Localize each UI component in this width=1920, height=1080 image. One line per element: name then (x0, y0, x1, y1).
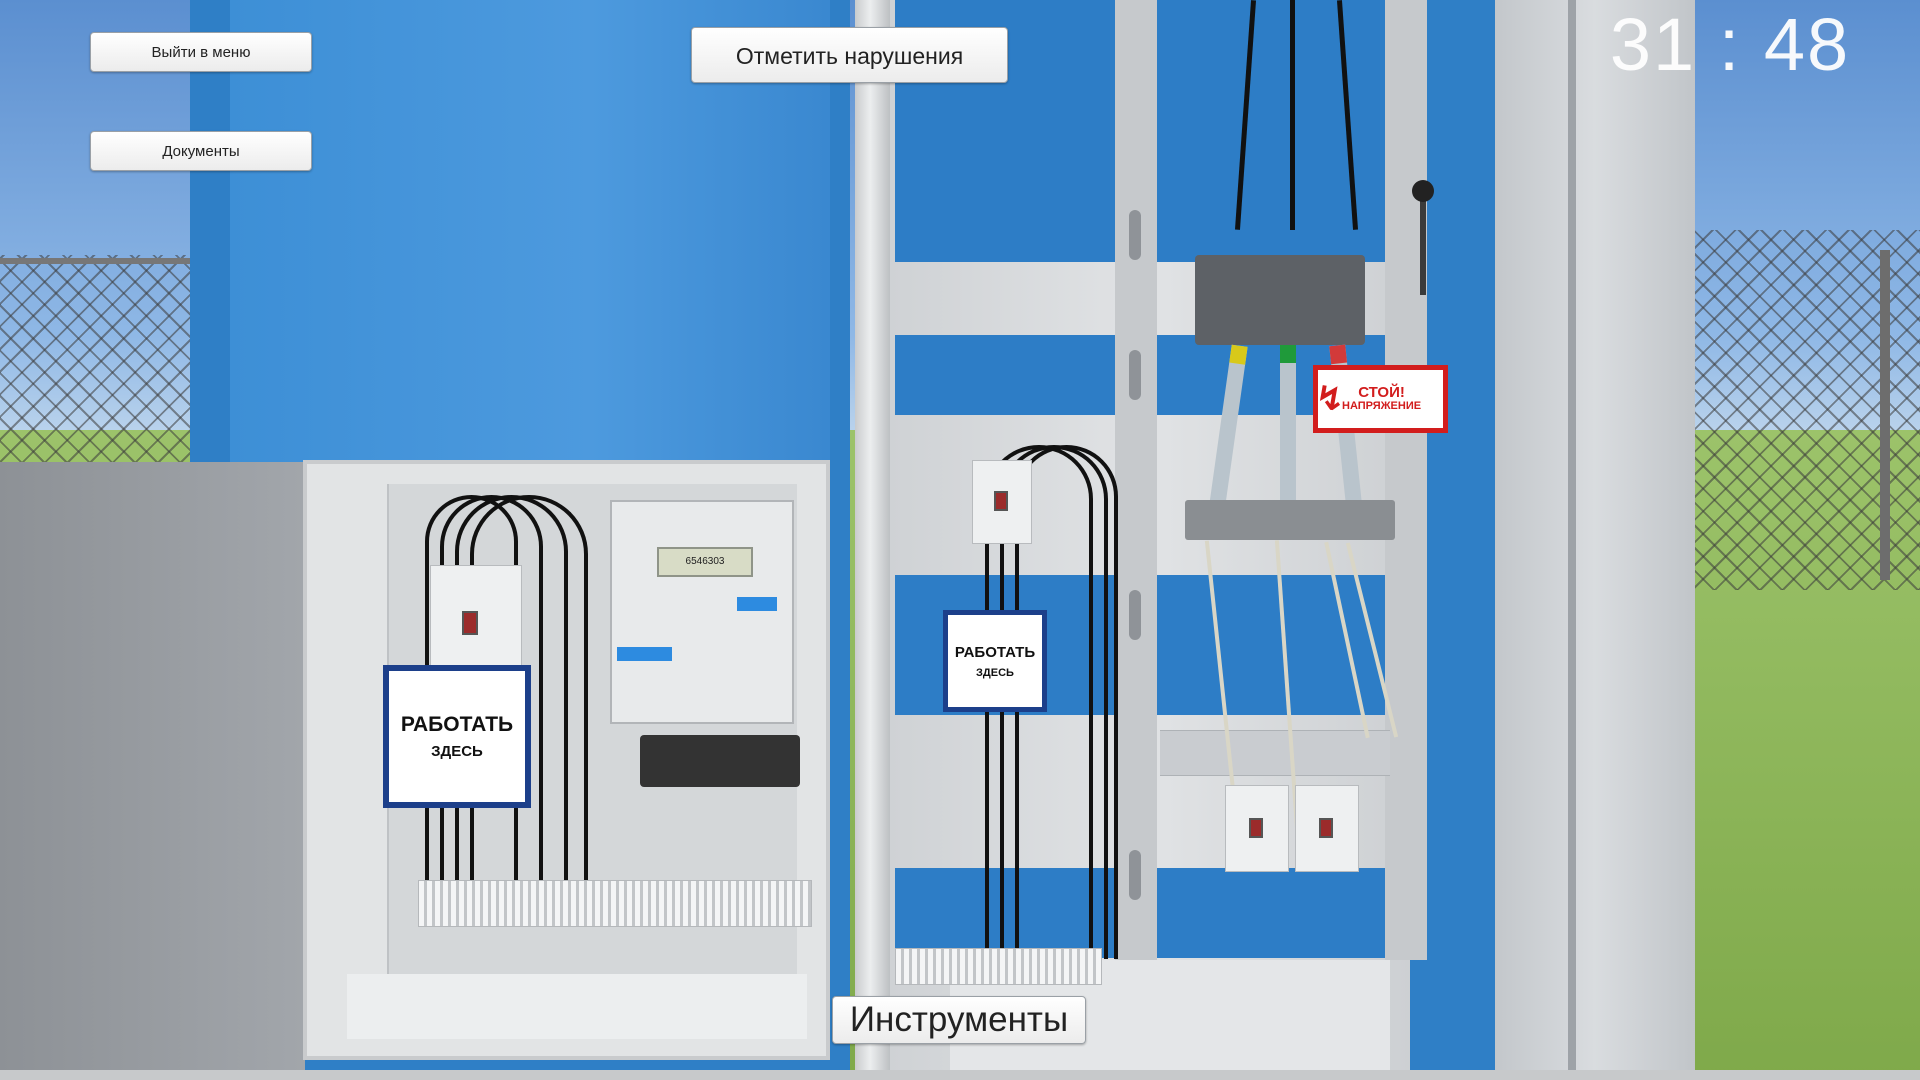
meter-display: 6546303 (657, 547, 753, 577)
sign-text-line2: ЗДЕСЬ (976, 666, 1014, 679)
incoming-cable (1290, 0, 1295, 230)
switch-knob[interactable] (1412, 180, 1434, 202)
circuit-breaker[interactable] (1225, 785, 1289, 872)
left-cabinet-door[interactable] (0, 462, 305, 1080)
fence-left (0, 255, 225, 465)
stop-voltage-sign[interactable]: ↯ СТОЙ! НАПРЯЖЕНИЕ (1313, 365, 1448, 433)
meter-seal (617, 647, 672, 661)
disconnect-switch[interactable] (1195, 255, 1365, 345)
meter-terminal-cover[interactable] (640, 735, 800, 787)
electricity-meter[interactable]: 6546303 (610, 500, 794, 724)
tools-button[interactable]: Инструменты (832, 996, 1086, 1044)
documents-button[interactable]: Документы (90, 131, 312, 171)
rail-slot (1129, 210, 1141, 260)
terminal-rail (418, 880, 812, 927)
busbar-phase-b (1280, 345, 1296, 513)
breaker-handle[interactable] (994, 491, 1008, 511)
fence-post (1880, 250, 1890, 580)
door-edge (1568, 0, 1576, 1080)
din-rail-vertical (1385, 0, 1427, 960)
bottom-edge (0, 1070, 1920, 1080)
right-cabinet-door[interactable] (1495, 0, 1695, 1080)
din-rail-horizontal (1160, 730, 1390, 776)
mark-violations-button[interactable]: Отметить нарушения (691, 27, 1008, 83)
exit-to-menu-button[interactable]: Выйти в меню (90, 32, 312, 72)
stop-sign-text: СТОЙ! НАПРЯЖЕНИЕ (1342, 385, 1421, 412)
meter-seal (737, 597, 777, 611)
switch-lever[interactable] (1420, 195, 1426, 295)
sign-text-line2: ЗДЕСЬ (431, 743, 483, 760)
rail-slot (1129, 590, 1141, 640)
work-here-sign[interactable]: РАБОТАТЬ ЗДЕСЬ (943, 610, 1047, 712)
sign-text-line1: РАБОТАТЬ (954, 643, 1036, 661)
circuit-breaker[interactable] (1295, 785, 1359, 872)
sign-text-line1: РАБОТАТЬ (400, 713, 514, 736)
fence-rail (0, 258, 225, 264)
rail-slot (1129, 350, 1141, 400)
countdown-timer: 31 : 48 (1609, 3, 1851, 86)
breaker-handle[interactable] (1249, 818, 1263, 838)
work-here-sign[interactable]: РАБОТАТЬ ЗДЕСЬ (383, 665, 531, 808)
lightning-icon: ↯ (1315, 379, 1345, 419)
breaker-handle[interactable] (1319, 818, 1333, 838)
stop-sign-line1: СТОЙ! (1358, 384, 1405, 402)
rail-slot (1129, 850, 1141, 900)
terminal-rail (895, 948, 1102, 985)
circuit-breaker[interactable] (972, 460, 1032, 544)
distribution-block[interactable] (1185, 500, 1395, 540)
circuit-breaker[interactable] (430, 565, 522, 667)
din-rail-vertical (1115, 0, 1157, 960)
stop-sign-line2: НАПРЯЖЕНИЕ (1342, 400, 1422, 413)
cabinet-divider (855, 0, 893, 1080)
breaker-handle[interactable] (462, 611, 478, 635)
meter-box-floor (347, 974, 807, 1039)
